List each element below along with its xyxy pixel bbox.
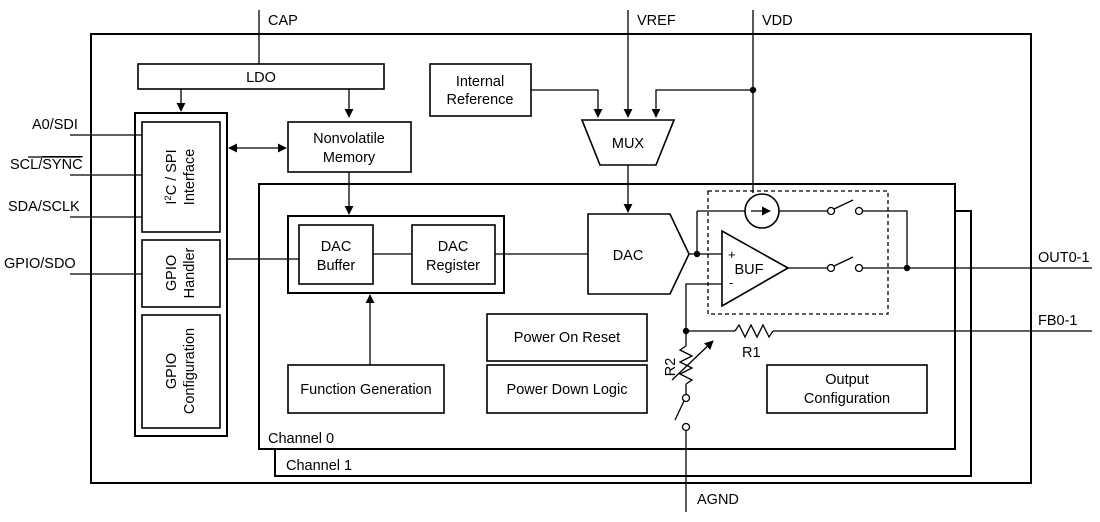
r2-resistor	[678, 345, 694, 385]
pin-out: OUT0-1	[1038, 250, 1090, 266]
function-generation-label: Function Generation	[300, 382, 431, 398]
pin-scl-sync: SCL/SYNC	[10, 157, 83, 173]
agnd-switch-pin-2	[681, 422, 691, 432]
interface-rest: C / SPI	[164, 149, 180, 195]
r1-resistor	[734, 323, 774, 339]
channel-0-label: Channel 0	[268, 431, 334, 447]
mux-block	[580, 119, 676, 166]
switch-a-pin-1	[826, 206, 836, 216]
dac-buffer-label-1: DAC	[321, 239, 352, 255]
nonvolatile-memory-label-2: Memory	[323, 150, 376, 166]
switch-a-pin-2	[854, 206, 864, 216]
svg-text:I2C / SPI: I2C / SPI	[163, 149, 180, 204]
output-configuration-label-2: Configuration	[804, 391, 890, 407]
internal-reference-label-1: Internal	[456, 74, 504, 90]
r2-label-group: R2	[663, 358, 679, 377]
ldo-label: LDO	[246, 70, 276, 86]
function-generation-block	[287, 364, 445, 414]
switch-a-to-out-wire	[862, 210, 908, 268]
r2-label: R2	[663, 358, 679, 377]
output-configuration-block	[766, 364, 928, 414]
pin-vref: VREF	[637, 13, 676, 29]
gpio-configuration-label-1: GPIO	[164, 353, 180, 389]
output-configuration-label-1: Output	[825, 372, 869, 388]
switch-a-blade	[833, 199, 854, 210]
dac-label: DAC	[613, 248, 644, 264]
power-on-reset-block	[486, 313, 648, 362]
r2-variable-arrow	[671, 340, 714, 381]
dac-register-label-2: Register	[426, 258, 480, 274]
buf-plus: +	[728, 247, 736, 262]
switch-b-pin-1	[826, 263, 836, 273]
ldo-block	[137, 63, 385, 90]
nonvolatile-memory-block	[287, 121, 412, 173]
sync-label: SYNC	[42, 157, 82, 173]
pin-gpio-sdo: GPIO/SDO	[4, 256, 76, 272]
dac-buffer-label-2: Buffer	[317, 258, 356, 274]
dac-block	[587, 213, 690, 295]
gpio-configuration-text: GPIO Configuration	[164, 328, 198, 414]
vdd-to-mux-wire	[651, 89, 753, 118]
scl-label: SCL/	[10, 157, 43, 173]
buf-minus: -	[729, 275, 733, 290]
i2c-spi-interface-text: I2C / SPI Interface	[163, 149, 198, 205]
gpio-configuration-block	[141, 314, 221, 429]
mux-label: MUX	[612, 136, 645, 152]
buf-amplifier	[721, 229, 790, 308]
dac-buffer-block	[298, 224, 374, 285]
switch-b-pin-2	[854, 263, 864, 273]
ref-to-mux-wire	[531, 89, 603, 118]
gpio-configuration-label-2: Configuration	[182, 328, 198, 414]
power-down-logic-block	[486, 364, 648, 414]
buf-minus-feedback-wire	[685, 283, 722, 331]
gpio-handler-label-2: Handler	[182, 247, 198, 298]
pin-fb: FB0-1	[1038, 313, 1078, 329]
internal-reference-label-2: Reference	[447, 92, 514, 108]
pin-a0-sdi: A0/SDI	[32, 117, 78, 133]
pin-vdd: VDD	[762, 13, 793, 29]
pin-sda-sclk: SDA/SCLK	[8, 199, 80, 215]
interface-line2: Interface	[182, 149, 198, 205]
gpio-handler-text: GPIO Handler	[164, 247, 198, 298]
pin-cap: CAP	[268, 13, 298, 29]
power-down-logic-label: Power Down Logic	[507, 382, 628, 398]
dac-register-label-1: DAC	[438, 239, 469, 255]
agnd-switch-pin-1	[681, 393, 691, 403]
gpio-handler-block	[141, 239, 221, 308]
agnd-switch-blade	[674, 400, 685, 421]
channel-1-label: Channel 1	[286, 458, 352, 474]
interface-i: I	[164, 201, 180, 205]
nonvolatile-memory-label-1: Nonvolatile	[313, 131, 385, 147]
gpio-handler-label-1: GPIO	[164, 255, 180, 291]
out-junction	[903, 264, 911, 272]
interface-sup: 2	[163, 195, 174, 200]
output-stage-dashed-box	[707, 190, 889, 315]
r1-label: R1	[742, 345, 761, 361]
i2c-spi-interface-block	[141, 121, 221, 233]
switch-b-blade	[833, 256, 854, 267]
power-on-reset-label: Power On Reset	[514, 330, 620, 346]
internal-reference-block	[429, 63, 532, 117]
pin-agnd: AGND	[697, 492, 739, 508]
buf-label: BUF	[735, 262, 764, 278]
